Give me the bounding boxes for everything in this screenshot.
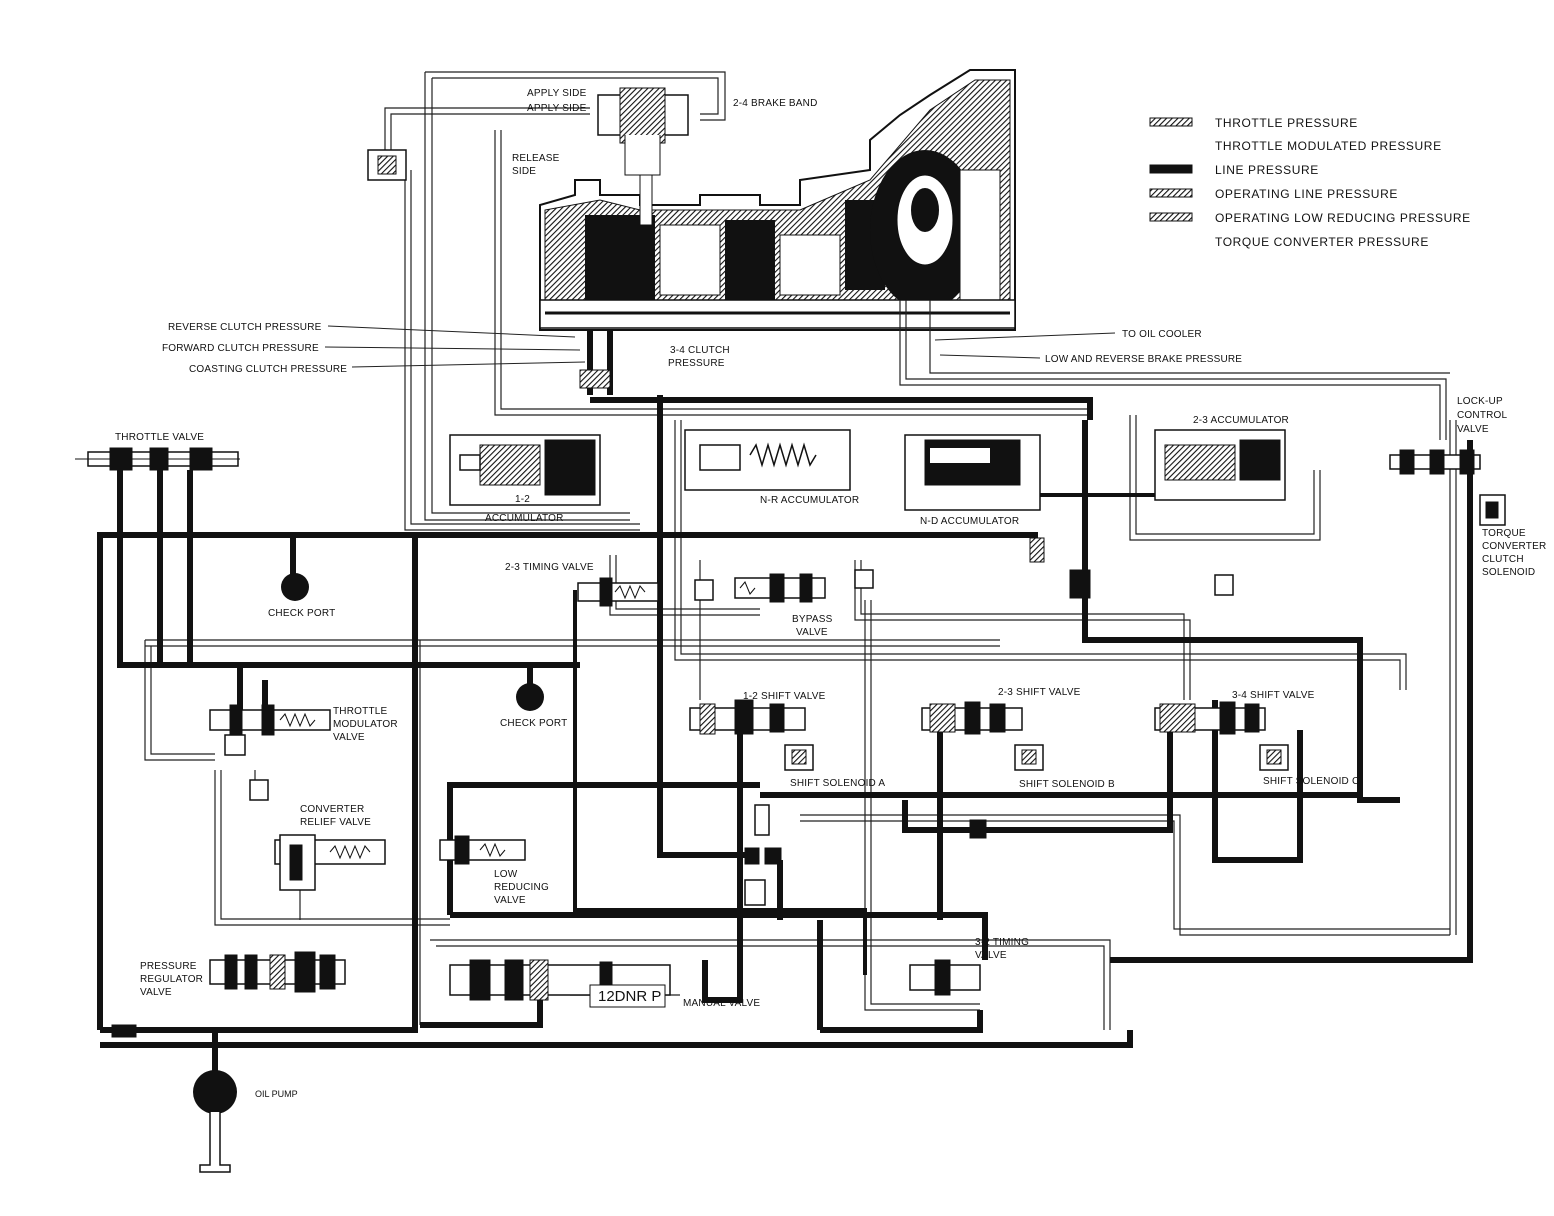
bypass-valve	[734, 573, 826, 603]
shift-12-label: 1-2 SHIFT VALVE	[743, 691, 826, 702]
timing-valve-3-2	[909, 959, 981, 996]
accumulator-n-r	[684, 429, 851, 491]
prv-label: VALVE	[140, 987, 172, 998]
tcc-label: SOLENOID	[1482, 567, 1535, 578]
shift-solenoid-c	[1259, 744, 1289, 771]
timing-valve-2-3	[577, 577, 659, 607]
lrv-label: VALVE	[494, 895, 526, 906]
clutch-34-label: 3-4 CLUTCH	[670, 345, 730, 356]
line-pressure-network	[97, 330, 1473, 1085]
shift-23-label: 2-3 SHIFT VALVE	[998, 687, 1081, 698]
check-port-left	[281, 573, 309, 601]
small-check-valves	[111, 779, 987, 1038]
pressure-regulator-valve	[209, 951, 346, 993]
lockup-label: VALVE	[1457, 424, 1489, 435]
accumulator-2-3	[1154, 429, 1286, 501]
tcc-label: TORQUE	[1482, 528, 1526, 539]
tmv-label: VALVE	[333, 732, 365, 743]
accumulator-12-label: ACCUMULATOR	[485, 513, 564, 524]
timing-32-label: 3-2 TIMING	[975, 937, 1029, 948]
solenoid-a-label: SHIFT SOLENOID A	[790, 778, 885, 789]
tmv-label: THROTTLE	[333, 706, 388, 717]
legend-swatch-line	[1149, 164, 1193, 174]
prv-label: REGULATOR	[140, 974, 203, 985]
release-side-label: SIDE	[512, 166, 536, 177]
release-side-label: RELEASE	[512, 153, 560, 164]
legend-label: LINE PRESSURE	[1215, 163, 1319, 177]
nr-accumulator-label: N-R ACCUMULATOR	[760, 495, 859, 506]
converter-relief-valve	[274, 834, 386, 891]
check-port-label: CHECK PORT	[268, 608, 335, 619]
legend-swatch-low-reducing	[1149, 212, 1193, 222]
crv-label: RELIEF VALVE	[300, 817, 371, 828]
shift-valve-2-3	[921, 701, 1023, 735]
tmv-label: MODULATOR	[333, 719, 398, 730]
passage-network	[144, 71, 1457, 1030]
tcc-label: CLUTCH	[1482, 554, 1524, 565]
solenoid-b-label: SHIFT SOLENOID B	[1019, 779, 1115, 790]
nd-accumulator-label: N-D ACCUMULATOR	[920, 516, 1019, 527]
check-port-center	[516, 683, 544, 711]
oil-cooler-label: TO OIL COOLER	[1122, 329, 1202, 340]
legend-label: OPERATING LOW REDUCING PRESSURE	[1215, 211, 1471, 225]
oil-pump	[193, 1070, 237, 1173]
port-boxes	[579, 369, 1234, 601]
legend-label: OPERATING LINE PRESSURE	[1215, 187, 1398, 201]
low-reducing-valve	[439, 835, 526, 865]
lockup-label: LOCK-UP	[1457, 396, 1503, 407]
oil-pump-label: OIL PUMP	[255, 1089, 298, 1099]
lock-up-control-valve	[1389, 449, 1481, 475]
forward-clutch-label: FORWARD CLUTCH PRESSURE	[162, 343, 319, 354]
apply-side-label: APPLY SIDE	[527, 103, 587, 114]
timing-23-label: 2-3 TIMING VALVE	[505, 562, 594, 573]
low-reverse-label: LOW AND REVERSE BRAKE PRESSURE	[1045, 354, 1242, 365]
throttle-modulator-valve	[209, 704, 331, 756]
lrv-label: REDUCING	[494, 882, 549, 893]
legend: THROTTLE PRESSURE THROTTLE MODULATED PRE…	[1149, 116, 1471, 249]
timing-32-label: VALVE	[975, 950, 1007, 961]
legend-swatch-throttle	[1149, 117, 1193, 127]
reverse-clutch-label: REVERSE CLUTCH PRESSURE	[168, 322, 322, 333]
bypass-label: BYPASS	[792, 614, 833, 625]
transmission-cross-section	[539, 69, 1016, 331]
shift-solenoid-a	[784, 744, 814, 771]
shift-solenoid-b	[1014, 744, 1044, 771]
clutch-34-label: PRESSURE	[668, 358, 725, 369]
lockup-label: CONTROL	[1457, 410, 1508, 421]
accumulator-23-label: 2-3 ACCUMULATOR	[1193, 415, 1289, 426]
brake-band-label: 2-4 BRAKE BAND	[733, 98, 818, 109]
accumulator-n-d	[904, 434, 1041, 511]
tcc-solenoid	[1479, 494, 1506, 526]
coasting-clutch-label: COASTING CLUTCH PRESSURE	[189, 364, 347, 375]
crv-label: CONVERTER	[300, 804, 364, 815]
component-labels: APPLY SIDE APPLY SIDE 2-4 BRAKE BAND REL…	[115, 88, 1546, 1099]
gear-positions-label: 12DNR P	[598, 988, 661, 1005]
solenoid-c-label: SHIFT SOLENOID C	[1263, 776, 1359, 787]
leader-lines	[324, 325, 1116, 368]
manual-valve	[449, 959, 671, 1008]
throttle-valve-label: THROTTLE VALVE	[115, 432, 204, 443]
bypass-label: VALVE	[796, 627, 828, 638]
legend-label: TORQUE CONVERTER PRESSURE	[1215, 235, 1429, 249]
legend-swatch-operating-line	[1149, 188, 1193, 198]
prv-label: PRESSURE	[140, 961, 197, 972]
apply-side-label: APPLY SIDE	[527, 88, 587, 99]
shift-34-label: 3-4 SHIFT VALVE	[1232, 690, 1315, 701]
shift-valve-3-4	[1154, 701, 1266, 735]
manual-valve-label: MANUAL VALVE	[683, 998, 760, 1009]
legend-label: THROTTLE PRESSURE	[1215, 116, 1358, 130]
accumulator-1-2	[449, 434, 601, 506]
check-port-label: CHECK PORT	[500, 718, 567, 729]
throttle-valve	[75, 447, 240, 471]
legend-label: THROTTLE MODULATED PRESSURE	[1215, 139, 1442, 153]
check-ball-top	[367, 149, 407, 181]
lrv-label: LOW	[494, 869, 518, 880]
accumulator-12-label: 1-2	[515, 494, 530, 505]
tcc-label: CONVERTER	[1482, 541, 1546, 552]
shift-valve-1-2	[689, 699, 806, 735]
